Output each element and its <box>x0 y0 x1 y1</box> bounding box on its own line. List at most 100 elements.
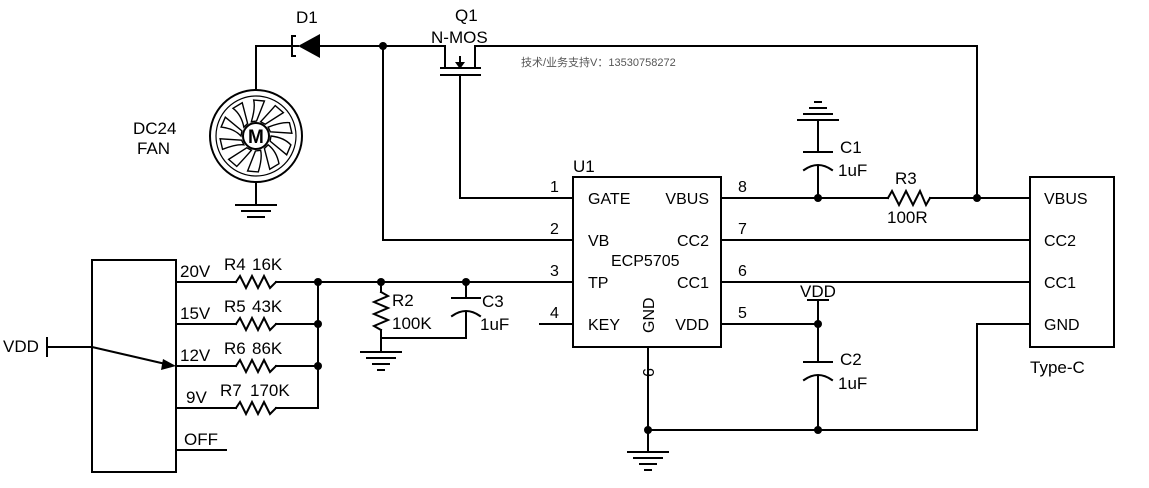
pin-vbus-name: VBUS <box>665 191 709 208</box>
fan-blade <box>267 121 293 134</box>
fan-blade <box>259 104 285 125</box>
resistor-r3: R3 100R <box>886 169 932 227</box>
resistor-ladder <box>175 281 319 451</box>
r4-value-label: 16K <box>252 255 283 274</box>
junction-dot <box>462 278 470 286</box>
fan-motor: M DC24 FAN <box>133 89 303 206</box>
r5-tap-label: 15V <box>180 304 211 323</box>
type-c-connector: VBUS CC2 CC1 GND Type-C <box>1029 176 1115 377</box>
fan-blade <box>246 149 262 173</box>
typec-pin-gnd: GND <box>1044 317 1080 334</box>
r3-value-label: 100R <box>887 208 928 227</box>
pin-cc2-name: CC2 <box>677 233 709 250</box>
r3-ref-label: R3 <box>895 169 917 188</box>
junction-dot <box>814 426 822 434</box>
pin-vdd-name: VDD <box>675 317 709 334</box>
top-rail-wires <box>255 45 978 241</box>
fan-blade <box>220 116 243 138</box>
pin-tp-name: TP <box>588 275 608 292</box>
capacitor-c1: C1 1uF <box>802 138 867 180</box>
q1-ref-label: Q1 <box>455 6 478 25</box>
fan-blade <box>227 147 253 168</box>
pin-8-number: 8 <box>738 179 747 196</box>
selector-switch: OFF VDD <box>3 259 218 473</box>
r7-tap-label: 9V <box>186 388 207 407</box>
junction-dot <box>377 278 385 286</box>
c3-value-label: 1uF <box>480 315 509 334</box>
ground-symbol-fan <box>235 204 277 218</box>
pin-4-number: 4 <box>550 305 559 322</box>
switch-off-label: OFF <box>184 430 218 449</box>
capacitor-c2: C2 1uF <box>802 350 867 393</box>
r4-tap-label: 20V <box>180 262 211 281</box>
q1-type-label: N-MOS <box>431 28 488 47</box>
junction-dot <box>314 320 322 328</box>
capacitor-c3: C3 1uF <box>450 292 509 334</box>
fan-blades <box>219 99 293 173</box>
right-nets <box>647 119 1031 453</box>
fan-label-line2: FAN <box>137 139 170 158</box>
r7-value-label: 170K <box>250 381 290 400</box>
r7-ref-label: R7 <box>220 381 242 400</box>
typec-pin-cc1: CC1 <box>1044 275 1076 292</box>
pin-gate-name: GATE <box>588 191 630 208</box>
c2-ref-label: C2 <box>840 350 862 369</box>
resistor-r5: 15V R5 43K <box>180 297 283 333</box>
pin-5-number: 5 <box>738 305 747 322</box>
d1-label: D1 <box>296 8 318 27</box>
resistor-r6: 12V R6 86K <box>180 339 283 375</box>
c1-value-label: 1uF <box>838 161 867 180</box>
r6-tap-label: 12V <box>180 346 211 365</box>
watermark-text: 技术/业务支持V：13530758272 <box>521 55 676 69</box>
pin-cc1-name: CC1 <box>677 275 709 292</box>
u1-ref-label: U1 <box>573 157 595 176</box>
diode-d1: D1 <box>291 8 320 58</box>
r6-value-label: 86K <box>252 339 283 358</box>
resistor-r2: R2 100K <box>371 290 432 333</box>
resistor-r7: 9V R7 170K <box>186 381 290 417</box>
vdd-rail-label: VDD <box>800 282 836 301</box>
vdd-net-label: VDD <box>800 282 836 301</box>
c2-value-label: 1uF <box>838 374 867 393</box>
u1-part-label: ECP5705 <box>611 253 680 270</box>
junction-dot <box>314 362 322 370</box>
fan-blade <box>219 138 246 151</box>
pin-3-number: 3 <box>550 263 559 280</box>
fan-blade <box>263 143 280 171</box>
fan-blade <box>269 135 292 156</box>
r2-ref-label: R2 <box>392 291 414 310</box>
c1-ref-label: C1 <box>840 138 862 157</box>
pin-7-number: 7 <box>738 221 747 238</box>
junction-dot <box>379 42 387 50</box>
r6-ref-label: R6 <box>224 339 246 358</box>
resistor-r4: 20V R4 16K <box>180 255 283 291</box>
pin-gnd-name: GND <box>641 297 658 333</box>
ground-symbol-c1 <box>797 101 839 121</box>
junction-dot <box>314 278 322 286</box>
r2-value-label: 100K <box>392 314 432 333</box>
mosfet-q1: Q1 N-MOS <box>431 6 574 199</box>
r5-ref-label: R5 <box>224 297 246 316</box>
typec-pin-cc2: CC2 <box>1044 233 1076 250</box>
typec-pin-vbus: VBUS <box>1044 191 1088 208</box>
typec-title: Type-C <box>1030 358 1085 377</box>
pin-6-number: 6 <box>738 263 747 280</box>
r5-value-label: 43K <box>252 297 283 316</box>
ground-symbol-r2 <box>360 351 402 371</box>
tp-net <box>295 281 574 353</box>
fan-blade <box>250 99 266 123</box>
ic-u1: U1 ECP5705 GATE VB TP KEY VBUS CC2 CC1 V… <box>539 157 747 377</box>
fan-blade <box>231 101 249 129</box>
pin-vb-name: VB <box>588 233 609 250</box>
c3-ref-label: C3 <box>482 292 504 311</box>
junction-dot <box>644 426 652 434</box>
r4-ref-label: R4 <box>224 255 246 274</box>
junction-dot <box>973 194 981 202</box>
pin-2-number: 2 <box>550 221 559 238</box>
motor-symbol: M <box>248 127 264 148</box>
junction-dot <box>814 194 822 202</box>
pin-1-number: 1 <box>550 179 559 196</box>
fan-label-line1: DC24 <box>133 119 176 138</box>
pin-key-name: KEY <box>588 317 620 334</box>
